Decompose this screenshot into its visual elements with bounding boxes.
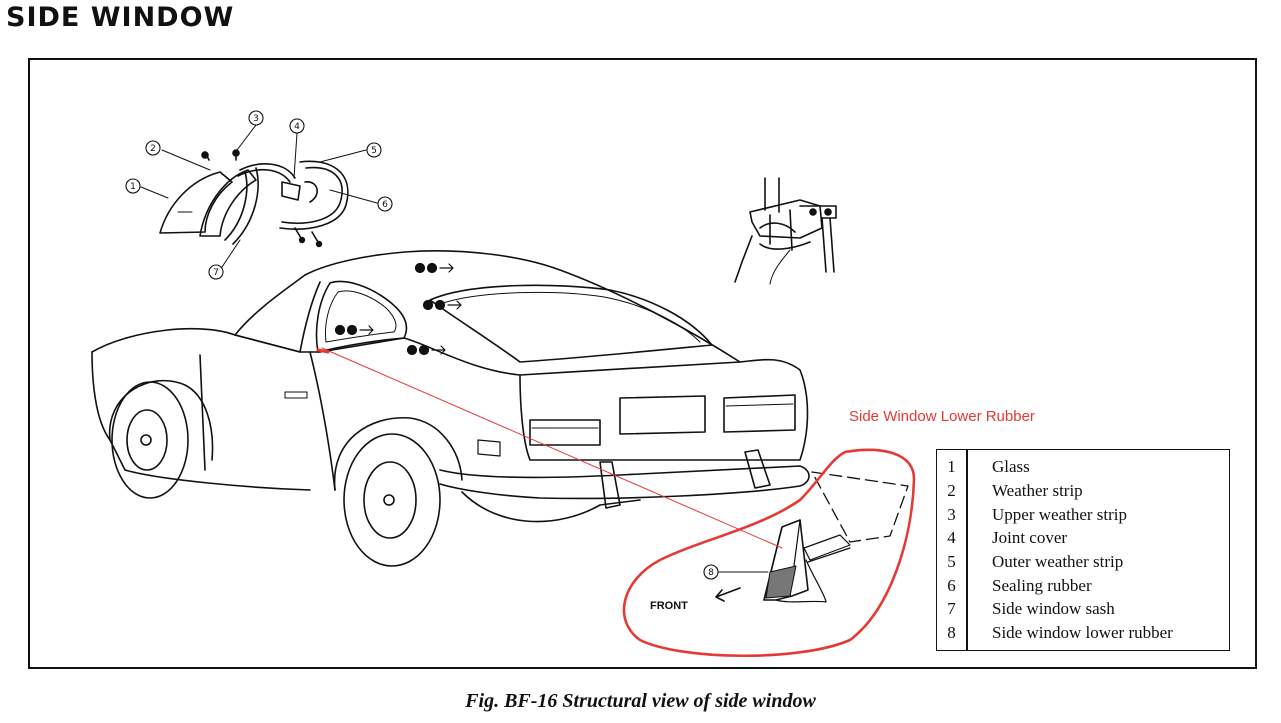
marker-3: 3	[253, 114, 259, 124]
part-joint-cover	[281, 181, 301, 201]
legend-number: 2	[947, 480, 956, 500]
front-label: FRONT	[650, 600, 688, 612]
lower-rubber-detail	[715, 471, 909, 603]
legend-number: 7	[947, 598, 956, 618]
exploded-parts	[140, 124, 378, 268]
figure-caption: Fig. BF-16 Structural view of side windo…	[465, 690, 816, 712]
legend-name: Joint cover	[992, 527, 1068, 547]
red-circle-outline	[622, 448, 916, 658]
marker-5: 5	[371, 146, 377, 156]
legend-name: Side window sash	[992, 598, 1115, 618]
legend-divider	[966, 450, 968, 650]
trim-clips	[334, 262, 462, 356]
marker-7: 7	[213, 268, 219, 278]
legend-row: 6 Sealing rubber	[937, 574, 1229, 597]
part-outer-weather-strip	[279, 160, 349, 230]
marker-4: 4	[294, 122, 300, 132]
red-quarter-highlight	[316, 348, 330, 354]
marker-6: 6	[382, 200, 388, 210]
legend-name: Outer weather strip	[992, 551, 1124, 571]
marker-1: 1	[130, 182, 136, 192]
part-number-markers	[125, 110, 719, 580]
legend-number: 5	[947, 551, 956, 571]
red-annotation	[316, 347, 916, 658]
legend-number: 6	[947, 575, 956, 595]
legend-name: Upper weather strip	[992, 504, 1128, 524]
legend-name: Glass	[992, 456, 1030, 476]
figure-frame	[28, 58, 1257, 669]
cross-section-detail	[734, 177, 837, 285]
red-leader-line	[321, 347, 783, 549]
legend-row: 4 Joint cover	[937, 526, 1229, 549]
marker-2: 2	[150, 144, 156, 154]
legend-row: 3 Upper weather strip	[937, 503, 1229, 526]
page-title: SIDE WINDOW	[6, 2, 235, 33]
legend-number: 4	[947, 527, 956, 547]
car-illustration	[91, 250, 810, 567]
legend-number: 1	[947, 456, 956, 476]
marker-8: 8	[708, 568, 714, 578]
legend-row: 1 Glass	[937, 455, 1229, 478]
parts-legend: 1 Glass 2 Weather strip 3 Upper weather …	[936, 449, 1230, 651]
part-sealing-rubber	[304, 181, 318, 203]
legend-name: Side window lower rubber	[992, 622, 1173, 642]
legend-row: 8 Side window lower rubber	[937, 621, 1229, 644]
part-glass	[159, 171, 233, 234]
legend-row: 7 Side window sash	[937, 597, 1229, 620]
legend-name: Sealing rubber	[992, 575, 1092, 595]
part-side-window-sash	[224, 167, 259, 245]
legend-number: 8	[947, 622, 956, 642]
legend-number: 3	[947, 504, 956, 524]
callout-label: Side Window Lower Rubber	[849, 408, 1035, 425]
legend-name: Weather strip	[992, 480, 1083, 500]
legend-row: 5 Outer weather strip	[937, 550, 1229, 573]
part-upper-weather-strip	[239, 163, 296, 179]
legend-row: 2 Weather strip	[937, 479, 1229, 502]
part-weather-strip	[199, 169, 257, 237]
